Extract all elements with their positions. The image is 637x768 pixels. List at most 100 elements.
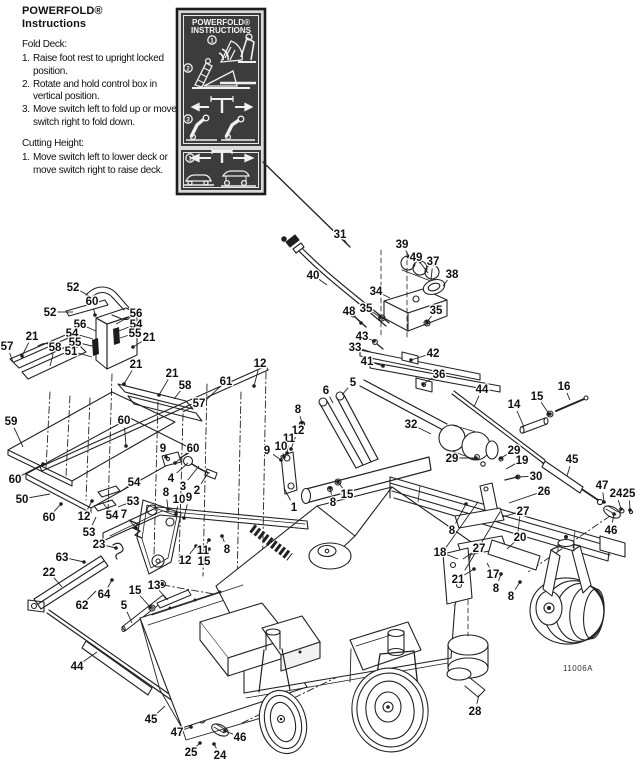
part-callout: 5 — [121, 600, 128, 612]
leader-line — [318, 278, 328, 286]
instructions-block: POWERFOLD® Instructions Fold Deck:1.Rais… — [22, 5, 192, 177]
part-callout: 9 — [264, 445, 270, 457]
instructions-sections: Fold Deck:1.Raise foot rest to upright l… — [22, 39, 192, 177]
part-callout: 14 — [508, 399, 521, 411]
leader-line — [566, 466, 571, 477]
leader-line — [79, 334, 94, 340]
part-callout: 39 — [396, 239, 409, 251]
leader-line — [473, 395, 480, 408]
leader-dot — [194, 544, 198, 548]
part-callout: 53 — [83, 527, 96, 539]
leader-line — [82, 343, 97, 348]
leader-line — [476, 694, 480, 704]
leader-line — [382, 293, 391, 299]
part-callout: 17 — [487, 569, 500, 581]
diagram-linework — [7, 161, 634, 755]
part-callout: 16 — [558, 381, 571, 393]
part-callout: 25 — [185, 747, 198, 759]
part-callout: 44 — [476, 384, 489, 396]
instructions-subtitle: Instructions — [22, 17, 87, 30]
powerfold-decal: POWERFOLD® INSTRUCTIONS 1 2 3 1 — [175, 7, 267, 196]
callout-leader-lines — [9, 239, 632, 749]
leader-line — [410, 354, 426, 361]
part-callout: 59 — [5, 416, 18, 428]
part-callout: 8 — [508, 591, 515, 603]
part-callout: 12 — [78, 511, 91, 523]
part-callout: 8 — [449, 525, 456, 537]
part-callout: 45 — [145, 714, 158, 726]
leader-line — [462, 551, 474, 560]
part-callout: 29 — [508, 445, 521, 457]
part-callout: 29 — [446, 453, 459, 465]
part-callout: 51 — [65, 346, 78, 358]
leader-dot — [182, 516, 186, 520]
part-callout: 60 — [9, 474, 22, 486]
part-callout: 61 — [220, 376, 233, 388]
part-callout: 21 — [452, 574, 465, 586]
leader-line — [442, 279, 448, 287]
part-callout: 57 — [1, 341, 14, 353]
part-callout: 19 — [516, 455, 529, 467]
leader-dot — [289, 447, 293, 451]
part-callout: 3 — [180, 481, 186, 493]
part-callout: 54 — [66, 328, 79, 340]
leader-line — [430, 268, 433, 281]
leader-dot — [518, 580, 522, 584]
part-callout: 35 — [360, 303, 373, 315]
part-callout: 38 — [446, 269, 459, 281]
part-callout: 26 — [538, 486, 551, 498]
decal-title: POWERFOLD® — [192, 18, 250, 27]
leader-line — [9, 352, 14, 363]
leader-dot — [207, 538, 211, 542]
part-callout: 37 — [427, 256, 440, 268]
part-callout: 25 — [623, 488, 636, 500]
leader-line — [21, 342, 30, 357]
part-callout: 12 — [292, 425, 305, 437]
part-callout: 13 — [148, 580, 161, 592]
part-callout: 22 — [43, 567, 56, 579]
leader-dot — [279, 458, 283, 462]
leader-line — [132, 340, 143, 348]
leader-dot — [421, 382, 425, 386]
part-callout: 5 — [350, 377, 357, 389]
leader-line — [422, 377, 433, 385]
part-callout: 15 — [341, 489, 354, 501]
leader-dot — [122, 382, 126, 386]
leader-dot — [409, 358, 413, 362]
part-callout: 10 — [173, 494, 186, 506]
part-callout: 35 — [430, 305, 443, 317]
part-callout: 63 — [56, 552, 69, 564]
part-callout: 60 — [86, 296, 99, 308]
part-callout: 53 — [127, 496, 140, 508]
step-number: 1. — [22, 152, 30, 164]
part-callout: 15 — [198, 556, 211, 568]
decal-leader-cable — [262, 161, 351, 248]
leader-dot — [212, 742, 216, 746]
part-callout: 21 — [26, 331, 39, 343]
leader-dot — [359, 321, 363, 325]
part-callout: 23 — [93, 539, 106, 551]
leader-line — [86, 590, 97, 601]
part-callout: 60 — [118, 415, 131, 427]
leader-line — [405, 250, 411, 259]
leader-dot — [173, 461, 177, 465]
leader-line — [344, 239, 349, 246]
part-callout: 45 — [566, 454, 579, 466]
leader-line — [126, 611, 133, 624]
part-callout: 47 — [596, 480, 609, 492]
leader-line — [102, 502, 108, 510]
part-callout: 52 — [67, 282, 80, 294]
part-callout: 49 — [410, 252, 423, 264]
leader-line — [506, 541, 515, 550]
leader-dot — [114, 546, 118, 550]
leader-dot — [464, 502, 468, 506]
leader-line — [13, 427, 24, 448]
leader-line — [329, 396, 334, 404]
leader-line — [176, 462, 189, 474]
part-callout: 24 — [214, 750, 227, 762]
part-callout: 54 — [106, 510, 119, 522]
part-callout: 11 — [197, 545, 210, 557]
